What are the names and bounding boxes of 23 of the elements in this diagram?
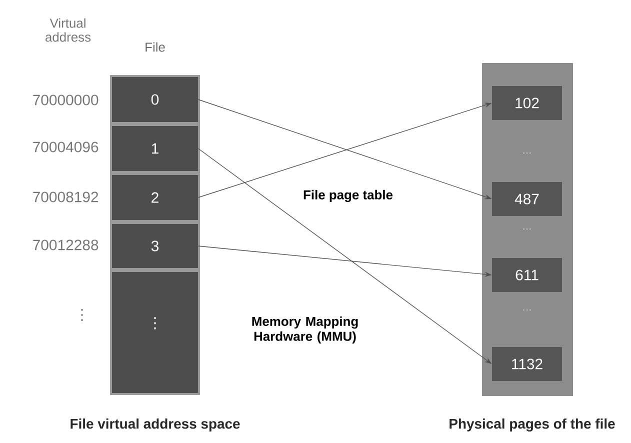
column-heading: File — [146, 42, 165, 52]
address-label: 70008192 — [33, 192, 98, 202]
diagram-label: Memory Mapping Hardware (MMU) — [252, 316, 358, 344]
page-cell: 0 — [112, 77, 198, 122]
page-cell: 3 — [112, 224, 198, 268]
axis-label: Virtual address — [46, 18, 91, 42]
page-cell: ⋮ — [112, 272, 198, 393]
ellipsis: … — [523, 309, 531, 311]
page-cell: 611 — [492, 258, 562, 292]
diagram-label: File page table — [304, 190, 393, 202]
ellipsis: … — [523, 152, 531, 154]
ellipsis: … — [523, 228, 531, 230]
address-label: 70000000 — [33, 94, 98, 106]
address-label: 70012288 — [33, 240, 98, 250]
column-caption: File virtual address space — [70, 418, 240, 432]
address-label: 70004096 — [33, 142, 98, 152]
page-cell: 1132 — [492, 347, 562, 381]
page-cell: 1 — [112, 126, 198, 171]
page-cell: 102 — [492, 86, 562, 120]
ellipsis: ⋮ — [81, 308, 83, 322]
page-cell: 2 — [112, 175, 198, 220]
column-caption: Physical pages of the file — [450, 418, 615, 432]
page-cell: 487 — [492, 182, 562, 216]
